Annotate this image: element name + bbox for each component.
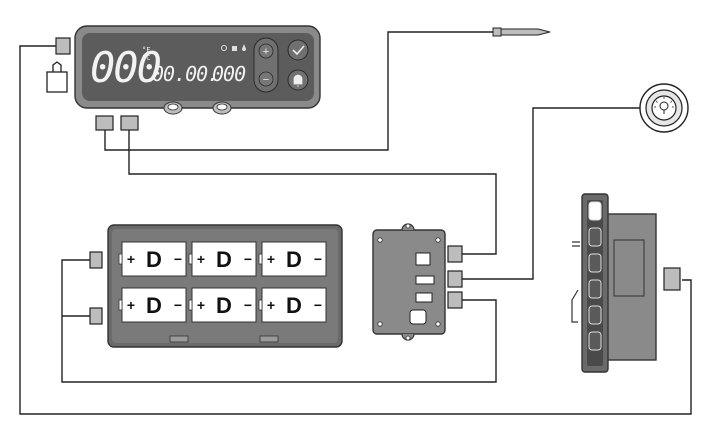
dock-slots	[588, 201, 602, 351]
battery-size-label: D	[146, 293, 162, 318]
bell-icon	[293, 74, 303, 87]
battery-plus-label: +	[127, 251, 135, 267]
battery-plus-label: +	[197, 251, 205, 267]
controlbox-connector-1	[447, 245, 463, 263]
battery-cell: + D−	[188, 241, 257, 277]
knob-right	[212, 101, 232, 115]
dock-connector	[663, 267, 681, 291]
plus-button[interactable]: +	[263, 46, 269, 58]
wire-indicator	[462, 107, 644, 280]
battery-connector-bottom	[89, 307, 103, 325]
display-mid-digits: 00.00.	[152, 62, 218, 86]
wire-battery	[61, 259, 497, 383]
dock-slot	[588, 253, 602, 273]
check-button[interactable]	[287, 39, 309, 61]
status-icons	[221, 44, 246, 51]
dock-slot	[588, 201, 602, 221]
battery-connector-top	[89, 251, 103, 269]
battery-size-label: D	[216, 247, 232, 272]
battery-pack: +D−+D−+D−+D−+D−+D−	[107, 224, 343, 348]
check-icon	[292, 45, 305, 56]
knob-left	[163, 101, 183, 115]
battery-cell: + D−	[118, 287, 187, 323]
control-box	[372, 223, 446, 341]
dock-slot	[588, 227, 602, 247]
controlbox-connector-2	[447, 270, 463, 288]
battery-size-label: D	[286, 293, 302, 318]
battery-size-label: D	[146, 247, 162, 272]
dock-slot	[588, 331, 602, 351]
phone-dock-icon	[571, 193, 657, 373]
dock-slot	[588, 305, 602, 325]
battery-plus-label: +	[267, 297, 275, 313]
battery-plus-label: +	[267, 251, 275, 267]
battery-cells: +D−+D−+D−+D−+D−+D−	[118, 241, 327, 323]
port-usb-icon	[415, 252, 431, 266]
battery-minus-label: −	[314, 297, 322, 313]
wire-display-to-controlbox	[128, 130, 497, 255]
display-unit-bottom: °C	[142, 54, 150, 62]
minus-button[interactable]: −	[263, 74, 269, 86]
connector-left	[55, 37, 71, 55]
battery-minus-label: −	[174, 251, 182, 267]
battery-minus-label: −	[244, 251, 252, 267]
battery-cell: + D−	[258, 241, 327, 277]
wires	[19, 31, 692, 415]
port-power-icon	[415, 292, 433, 303]
battery-minus-label: −	[314, 251, 322, 267]
wire-probe	[104, 31, 494, 151]
light-bulb-indicator-icon	[639, 83, 689, 133]
wire-outer-loop	[19, 45, 692, 415]
drop-icon	[242, 44, 246, 51]
signal-icon	[221, 45, 227, 51]
battery-cell: + D−	[258, 287, 327, 323]
battery-plus-label: +	[127, 297, 135, 313]
dock-slot	[588, 279, 602, 299]
battery-minus-label: −	[174, 297, 182, 313]
display-connector-2	[120, 115, 139, 131]
battery-cell: + D−	[118, 241, 187, 277]
display-right-digits: 000	[212, 62, 246, 86]
display-big-digits: 000	[90, 43, 161, 92]
lock-icon	[232, 46, 237, 51]
display-unit: 000 °F °C 00.00. 000 + −	[74, 25, 321, 115]
port-round-icon	[409, 309, 427, 325]
temperature-probe-icon	[492, 27, 551, 37]
battery-minus-label: −	[244, 297, 252, 313]
display-connector-1	[95, 115, 114, 131]
battery-plus-label: +	[197, 297, 205, 313]
battery-size-label: D	[286, 247, 302, 272]
display-unit-top: °F	[142, 46, 150, 54]
hanging-hook-icon	[46, 61, 68, 93]
controlbox-connector-3	[447, 291, 463, 309]
battery-size-label: D	[216, 293, 232, 318]
battery-cell: + D−	[188, 287, 257, 323]
port-serial-icon	[415, 275, 435, 285]
